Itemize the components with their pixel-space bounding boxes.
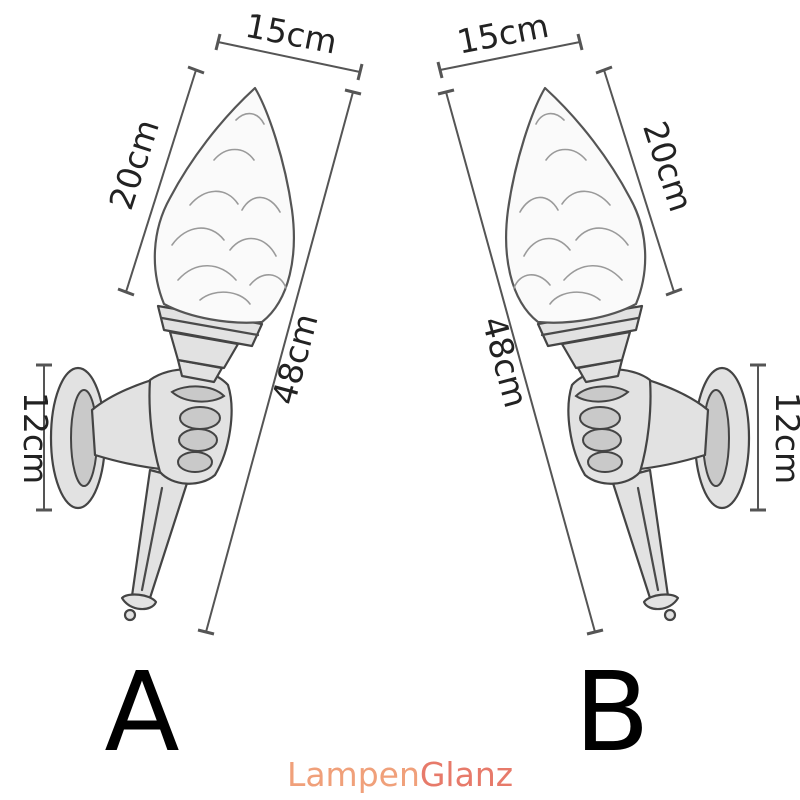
lamp-b-illustration (505, 86, 751, 622)
variant-a: 15cm 20cm 48cm 12cm A (16, 6, 364, 776)
dimension-backplate-height-a-label: 12cm (16, 392, 55, 484)
variant-b-label: B (574, 648, 649, 776)
dimension-width-a-label: 15cm (242, 6, 340, 62)
dimension-shade-height-a (117, 65, 205, 297)
dimension-shade-height-a-label: 20cm (101, 115, 167, 215)
dimension-backplate-height-b-label: 12cm (768, 392, 800, 484)
dimension-backplate-height-a (36, 363, 52, 512)
brand-part-1: Lampen (286, 755, 420, 794)
lamp-a-illustration (49, 86, 295, 622)
variant-b: 15cm 20cm 48cm 12cm B (436, 6, 800, 776)
dimension-total-height-a (197, 88, 362, 636)
dimension-width-b (436, 33, 584, 79)
dimension-total-height-b-label: 48cm (474, 312, 536, 411)
dimension-width-b-label: 15cm (454, 6, 552, 62)
dimension-backplate-height-b (750, 363, 766, 512)
brand-watermark: LampenGlanz (0, 755, 800, 794)
brand-part-2: Glanz (419, 755, 514, 794)
dimension-shade-height-b (595, 65, 683, 297)
variant-a-label: A (104, 648, 179, 776)
dimension-total-height-a-label: 48cm (264, 309, 326, 408)
dimension-total-height-b (437, 88, 604, 636)
dimension-width-a (214, 33, 364, 81)
